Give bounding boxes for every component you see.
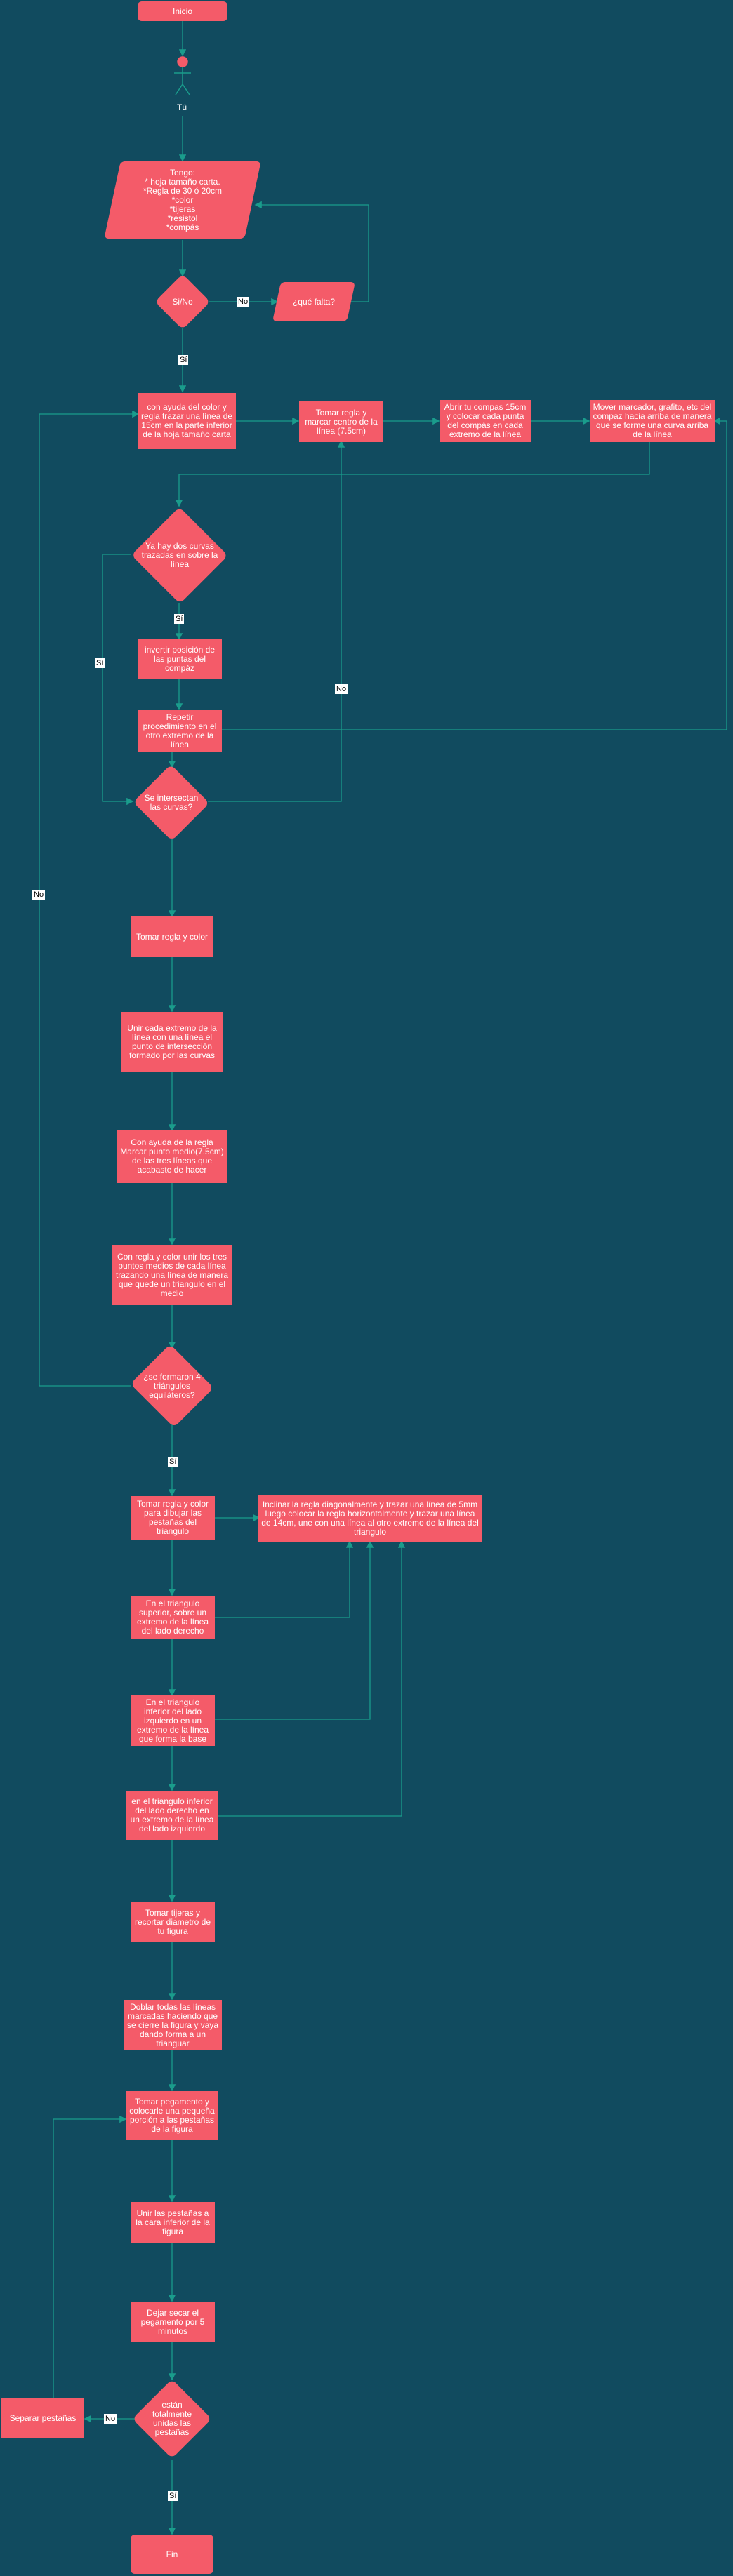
edge-curvas-intersect xyxy=(102,554,134,806)
node-triangulo-inferior-der[interactable]: en el triangulo inferior del lado derech… xyxy=(126,1791,218,1840)
edge-label-no-intersect: No xyxy=(335,684,348,694)
edge-label-no-unidas: No xyxy=(104,2414,117,2424)
edge-label-si-1: Sí xyxy=(178,355,189,365)
node-mover-marcador[interactable]: Mover marcador, grafito, etc del compaz … xyxy=(590,400,715,442)
node-que-falta-label: ¿qué falta? xyxy=(292,296,336,307)
edge-superior-inclinar xyxy=(214,1540,354,1618)
edge-label-si-curvas: Sí xyxy=(174,614,185,624)
actor-icon xyxy=(174,56,191,95)
edge-mover-curvas xyxy=(175,442,650,507)
node-si-no[interactable]: Si/No xyxy=(154,274,211,330)
node-inicio[interactable]: Inicio xyxy=(138,1,227,21)
node-doblar[interactable]: Doblar todas las líneas marcadas haciend… xyxy=(124,2000,222,2050)
node-triangulo-inferior-izq-label: En el triangulo inferior del lado izquie… xyxy=(136,1697,209,1744)
node-inclinar[interactable]: Inclinar la regla diagonalmente y trazar… xyxy=(258,1495,482,1542)
node-unir-extremo-label: Unir cada extremo de la línea con una lí… xyxy=(127,1023,217,1060)
edge-intersect-centro xyxy=(208,440,345,802)
node-cuatro-triangulos-label: ¿se formaron 4 triángulos equiláteros? xyxy=(143,1371,201,1400)
node-pestanas[interactable]: Tomar regla y color para dibujar las pes… xyxy=(131,1496,215,1540)
edge-quefalta-materiales xyxy=(254,201,369,302)
node-materiales-label: Tengo: * hoja tamaño carta. *Regla de 30… xyxy=(143,167,223,232)
node-invertir-label: invertir posición de las puntas del comp… xyxy=(144,644,216,673)
node-intersectan[interactable]: Se intersectan las curvas? xyxy=(132,764,211,841)
node-abrir-compas[interactable]: Abrir tu compas 15cm y colocar cada punt… xyxy=(440,400,531,442)
node-abrir-compas-label: Abrir tu compas 15cm y colocar cada punt… xyxy=(444,402,527,439)
node-marcar-centro[interactable]: Tomar regla y marcar centro de la línea … xyxy=(299,401,383,442)
node-dejar-secar-label: Dejar secar el pegamento por 5 minutos xyxy=(140,2307,205,2336)
node-inicio-label: Inicio xyxy=(172,6,192,16)
node-fin-label: Fin xyxy=(166,2549,178,2559)
node-que-falta[interactable]: ¿qué falta? xyxy=(272,282,355,321)
node-unir-extremo[interactable]: Unir cada extremo de la línea con una lí… xyxy=(121,1012,223,1072)
node-regla-linea[interactable]: con ayuda del color y regla trazar una l… xyxy=(138,393,236,449)
node-triangulo-superior-label: En el triangulo superior, sobre un extre… xyxy=(136,1599,209,1636)
node-unir-pestanas[interactable]: Unir las pestañas a la cara inferior de … xyxy=(131,2202,215,2243)
edge-izq-inclinar xyxy=(214,1540,374,1720)
node-unir-tres-puntos-label: Con regla y color unir los tres puntos m… xyxy=(115,1251,229,1298)
node-estan-unidas-label: están totalmente unidas las pestañas xyxy=(152,2400,192,2437)
node-pegamento-label: Tomar pegamento y colocarle una pequeña … xyxy=(129,2097,215,2134)
node-tomar-regla-color-label: Tomar regla y color xyxy=(136,931,209,942)
node-unir-tres-puntos[interactable]: Con regla y color unir los tres puntos m… xyxy=(112,1245,232,1305)
node-si-no-label: Si/No xyxy=(172,296,193,307)
edge-label-si-curvas-left: Sí xyxy=(95,658,105,668)
node-unir-pestanas-label: Unir las pestañas a la cara inferior de … xyxy=(136,2208,210,2236)
node-triangulo-inferior-der-label: en el triangulo inferior del lado derech… xyxy=(130,1796,214,1834)
node-separar[interactable]: Separar pestañas xyxy=(1,2398,84,2438)
node-tijeras[interactable]: Tomar tijeras y recortar diametro de tu … xyxy=(131,1902,215,1942)
node-invertir[interactable]: invertir posición de las puntas del comp… xyxy=(138,639,222,679)
node-marcar-punto-medio[interactable]: Con ayuda de la regla Marcar punto medio… xyxy=(117,1130,227,1183)
edge-label-si-unidas: Sí xyxy=(168,2491,178,2501)
node-intersectan-label: Se intersectan las curvas? xyxy=(144,793,199,812)
node-dejar-secar[interactable]: Dejar secar el pegamento por 5 minutos xyxy=(131,2302,215,2342)
edge-repetir-mover xyxy=(222,417,727,730)
edge-separar-pegamento xyxy=(53,2115,127,2398)
node-repetir[interactable]: Repetir procedimiento en el otro extremo… xyxy=(138,710,222,752)
node-dos-curvas[interactable]: Ya hay dos curvas trazadas en sobre la l… xyxy=(131,507,229,603)
actor-label: Tú xyxy=(177,102,187,112)
node-materiales[interactable]: Tengo: * hoja tamaño carta. *Regla de 30… xyxy=(104,161,261,239)
node-cuatro-triangulos[interactable]: ¿se formaron 4 triángulos equiláteros? xyxy=(128,1344,216,1428)
node-separar-label: Separar pestañas xyxy=(9,2413,77,2423)
node-pestanas-label: Tomar regla y color para dibujar las pes… xyxy=(136,1499,209,1536)
node-triangulo-inferior-izq[interactable]: En el triangulo inferior del lado izquie… xyxy=(131,1695,215,1746)
node-triangulo-superior[interactable]: En el triangulo superior, sobre un extre… xyxy=(131,1596,215,1639)
node-pegamento[interactable]: Tomar pegamento y colocarle una pequeña … xyxy=(126,2091,218,2140)
node-marcar-punto-medio-label: Con ayuda de la regla Marcar punto medio… xyxy=(120,1137,224,1175)
edge-label-no-falta: No xyxy=(237,297,250,307)
edge-triangulos-regla xyxy=(39,410,140,1387)
node-dos-curvas-label: Ya hay dos curvas trazadas en sobre la l… xyxy=(141,540,218,569)
node-mover-marcador-label: Mover marcador, grafito, etc del compaz … xyxy=(593,402,712,439)
node-doblar-label: Doblar todas las líneas marcadas haciend… xyxy=(126,2001,219,2048)
node-regla-linea-label: con ayuda del color y regla trazar una l… xyxy=(140,402,233,439)
node-tijeras-label: Tomar tijeras y recortar diametro de tu … xyxy=(134,1907,211,1936)
node-repetir-label: Repetir procedimiento en el otro extremo… xyxy=(143,712,217,749)
node-inclinar-label: Inclinar la regla diagonalmente y trazar… xyxy=(261,1500,479,1537)
edge-label-no-triangulos: No xyxy=(32,890,46,900)
edge-label-si-triangulos: Sí xyxy=(168,1457,178,1467)
node-tomar-regla-color[interactable]: Tomar regla y color xyxy=(131,916,213,957)
node-estan-unidas[interactable]: están totalmente unidas las pestañas xyxy=(132,2379,212,2459)
node-marcar-centro-label: Tomar regla y marcar centro de la línea … xyxy=(305,407,378,436)
node-fin[interactable]: Fin xyxy=(131,2535,213,2574)
edge-der-inclinar xyxy=(218,1540,406,1817)
